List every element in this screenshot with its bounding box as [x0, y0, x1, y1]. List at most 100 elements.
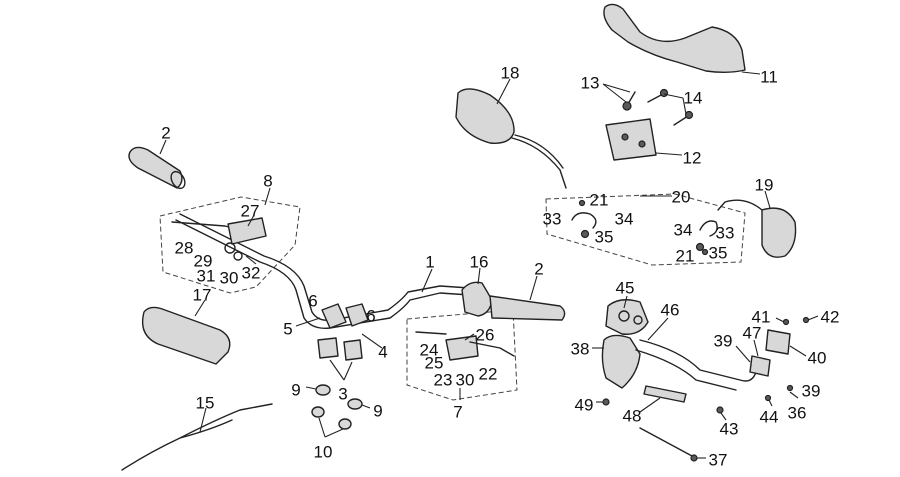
callout-c30b: 30: [456, 370, 475, 389]
callout-c2a: 2: [161, 123, 170, 142]
callout-c34b: 34: [674, 220, 693, 239]
callout-c1: 1: [425, 252, 434, 271]
callout-c24: 24: [420, 340, 439, 359]
part-housing-45: [605, 299, 649, 335]
callout-c43: 43: [720, 419, 739, 438]
callout-c42: 42: [821, 307, 840, 326]
callout-c3: 3: [338, 384, 347, 403]
part-washer-21a: [578, 199, 586, 207]
bracket-hole: [638, 140, 646, 148]
part-nut-10b: [338, 418, 352, 430]
leader-9b: [361, 404, 371, 409]
part-mirror-right: [761, 207, 797, 258]
callout-c17: 17: [193, 285, 212, 304]
part-bracket-plate: [605, 118, 657, 161]
leader-27: [247, 214, 255, 227]
callout-c34a: 34: [615, 209, 634, 228]
callout-c16: 16: [470, 252, 489, 271]
callout-c14: 14: [684, 88, 703, 107]
part-clamp-lower-2: [343, 339, 363, 361]
part-washer-21b: [701, 248, 709, 256]
leader-42: [807, 315, 819, 321]
leader-26: [464, 333, 475, 341]
part-protector-pad: [141, 306, 231, 365]
part-bushing-9a: [315, 384, 331, 396]
callout-c35b: 35: [709, 243, 728, 262]
callout-c44: 44: [760, 407, 779, 426]
callout-c36: 36: [788, 403, 807, 422]
part-pin-39: [786, 384, 794, 392]
callout-c25: 25: [425, 353, 444, 372]
leader-5: [295, 317, 321, 327]
mirror-right-stem: [717, 199, 763, 211]
callout-c26: 26: [476, 325, 495, 344]
callout-c27: 27: [241, 201, 260, 220]
leader-41: [775, 317, 785, 323]
leader-2b: [529, 275, 538, 301]
part-pin-49: [602, 398, 610, 406]
callout-c5: 5: [283, 319, 292, 338]
leader-45: [623, 295, 628, 309]
part-nut-10a: [311, 406, 325, 418]
leader-18: [496, 78, 511, 105]
leader-19: [764, 190, 771, 209]
leader-4: [361, 333, 383, 349]
part-pad-48: [643, 385, 687, 403]
callout-c39b: 39: [802, 381, 821, 400]
leader-16: [477, 267, 481, 285]
leader-14: [663, 93, 687, 115]
callout-c6a: 6: [308, 291, 317, 310]
leader-32: [245, 255, 257, 265]
callout-c40: 40: [808, 348, 827, 367]
bolt-head-14a: [659, 88, 669, 98]
part-clamp-upper-2: [345, 303, 369, 327]
leader-17: [194, 299, 206, 317]
callout-c15: 15: [196, 393, 215, 412]
callout-c33b: 33: [716, 223, 735, 242]
part-pin-44: [764, 394, 772, 402]
callout-c23: 23: [434, 370, 453, 389]
callout-c48: 48: [623, 406, 642, 425]
part-nut-35a: [580, 229, 590, 239]
callout-layer: 1223456678991011121314151617181920212122…: [161, 63, 839, 469]
leader-43: [720, 412, 727, 421]
grip-left-end: [170, 170, 186, 190]
callout-c31: 31: [197, 266, 216, 285]
part-bolt-14a: [647, 93, 664, 103]
callout-c18: 18: [501, 63, 520, 82]
mirror-left-stem-inner: [514, 134, 564, 169]
housing-hole: [618, 310, 630, 322]
leader-46: [647, 317, 669, 341]
callout-c22: 22: [479, 364, 498, 383]
callout-c13: 13: [581, 73, 600, 92]
callout-c2b: 2: [534, 259, 543, 278]
leader-8: [264, 187, 271, 206]
part-body-38: [601, 334, 641, 389]
callout-c12: 12: [683, 148, 702, 167]
callout-c47: 47: [743, 323, 762, 342]
leader-10: [318, 417, 344, 438]
callout-c9a: 9: [291, 380, 300, 399]
leader-11: [741, 71, 761, 75]
part-cable: [121, 403, 273, 471]
part-screw-41: [782, 318, 790, 326]
part-clamp-upper: [321, 303, 347, 329]
bolt-head-13: [622, 101, 632, 111]
leader-1: [421, 268, 433, 293]
callout-c21a: 21: [590, 190, 609, 209]
part-pedal-arm-46: [639, 339, 757, 382]
part-grip-right: [489, 295, 566, 321]
part-mirror-left: [455, 88, 515, 144]
callout-c39a: 39: [714, 331, 733, 350]
housing-hole-2: [633, 315, 643, 325]
part-seat-cover: [603, 3, 746, 73]
part-rod-37: [639, 427, 693, 457]
part-handlebar-inner: [179, 213, 471, 322]
part-handlebar: [175, 219, 471, 329]
callout-c10: 10: [314, 442, 333, 461]
leader-9a: [305, 386, 317, 390]
bolt-head-14b: [684, 110, 694, 120]
callout-c7: 7: [453, 402, 462, 421]
part-lever-right-top: [415, 331, 447, 335]
